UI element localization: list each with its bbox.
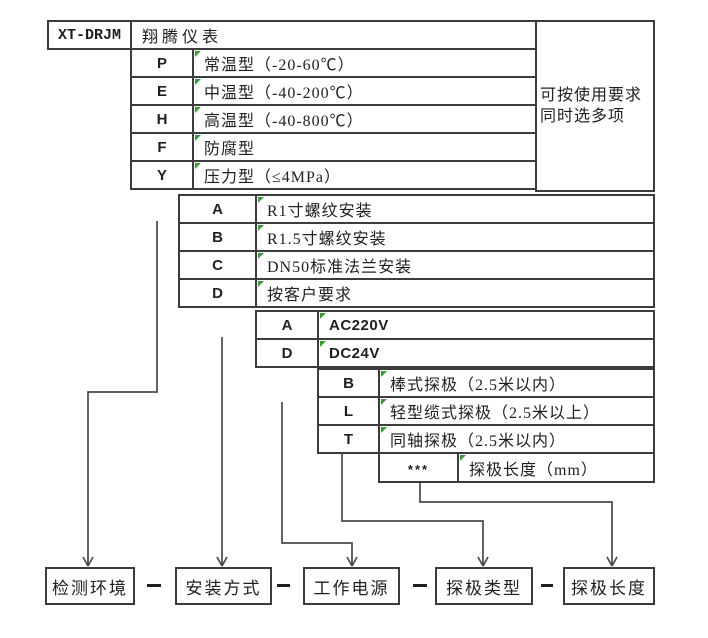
legend-separator (541, 584, 553, 587)
temperature-option-label: 高温型（-40-800℃） (192, 104, 537, 134)
mounting-option-code: B (178, 222, 257, 252)
probe-length-code: *** (378, 452, 459, 483)
temperature-option-code: H (130, 104, 194, 134)
mounting-option-code: A (178, 194, 257, 224)
probe-type-option-label: 同轴探极（2.5米以内） (378, 424, 655, 454)
probe-type-option-label: 轻型缆式探极（2.5米以上） (378, 396, 655, 426)
temperature-option-label: 压力型（≤4MPa） (192, 160, 537, 190)
brand-cell: 翔腾仪表 (130, 20, 537, 50)
temperature-option-label: 中温型（-40-200℃） (192, 76, 537, 106)
mounting-option-label: DN50标准法兰安装 (255, 250, 655, 280)
probe-type-option-code: L (317, 396, 380, 426)
temperature-option-code: Y (130, 160, 194, 190)
legend-separator (147, 584, 161, 587)
probe-length-label: 探极长度（mm） (457, 452, 655, 483)
probe-type-option-label: 棒式探极（2.5米以内） (378, 368, 655, 398)
model-code-cell: XT-DRJM (47, 20, 132, 50)
mounting-option-label: R1.5寸螺纹安装 (255, 222, 655, 252)
leader-probe-length (419, 483, 613, 566)
mounting-option-label: 按客户要求 (255, 278, 655, 308)
mounting-option-label: R1寸螺纹安装 (255, 194, 655, 224)
leader-detect-environment (87, 221, 158, 566)
temperature-option-label: 常温型（-20-60℃） (192, 48, 537, 78)
side-note-line2: 同时选多项 (540, 108, 626, 125)
legend-probe-length: 探极长度 (563, 567, 655, 605)
temperature-option-code: F (130, 132, 194, 162)
power-option-code: D (255, 338, 319, 368)
legend-detect-environment: 检测环境 (45, 567, 135, 605)
temperature-option-label: 防腐型 (192, 132, 537, 162)
power-option-code: A (255, 310, 319, 340)
legend-probe-type: 探极类型 (435, 567, 533, 605)
legend-separator (413, 584, 427, 587)
mounting-option-code: D (178, 278, 257, 308)
legend-separator (277, 584, 290, 587)
probe-type-option-code: B (317, 368, 380, 398)
power-option-label: AC220V (317, 310, 655, 340)
temperature-option-code: E (130, 76, 194, 106)
temperature-option-code: P (130, 48, 194, 78)
mounting-option-code: C (178, 250, 257, 280)
side-note-box: 可按使用要求 同时选多项 (535, 20, 655, 192)
power-option-label: DC24V (317, 338, 655, 368)
legend-power: 工作电源 (303, 567, 400, 605)
side-note-line1: 可按使用要求 (540, 87, 643, 104)
probe-type-option-code: T (317, 424, 380, 454)
legend-mounting: 安装方式 (175, 567, 272, 605)
